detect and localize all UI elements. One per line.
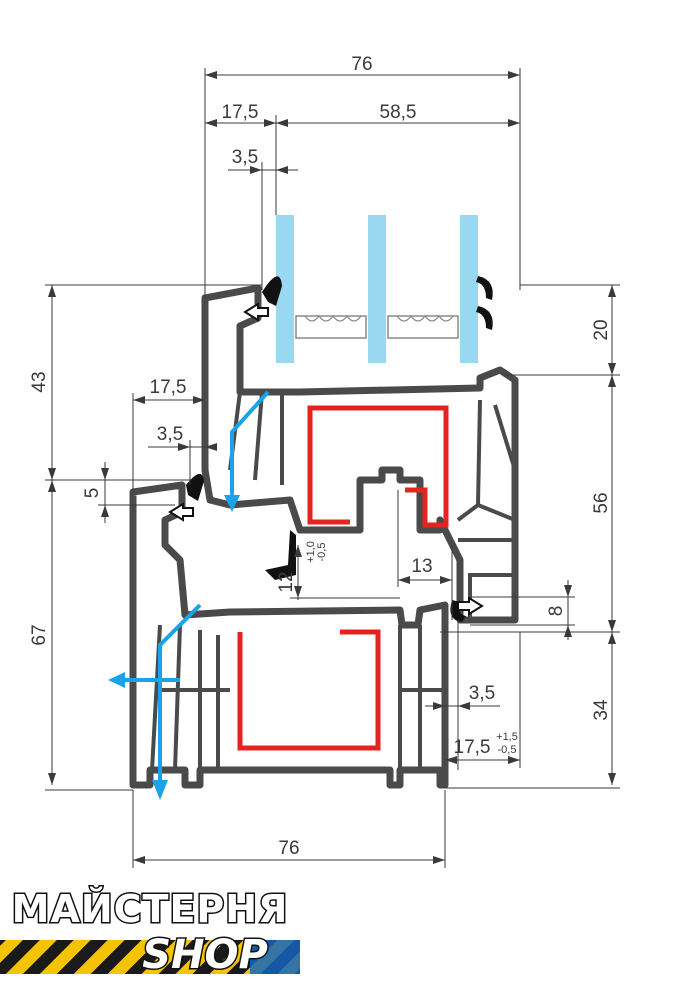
dim-bottom-right-offset: 3,5 xyxy=(469,683,495,704)
gasket-arrow-mid xyxy=(168,502,194,522)
gasket-arrow-bottom xyxy=(457,596,484,616)
glass-spacer-1 xyxy=(295,315,367,339)
logo-title: МАЙСТЕРНЯ xyxy=(12,887,289,931)
drainage-flow xyxy=(108,390,270,800)
maisternia-shop-logo: МАЙСТЕРНЯ SHOP xyxy=(0,886,300,980)
dim-right-mid: 56 xyxy=(591,492,612,513)
gasket-arrow-top xyxy=(243,302,269,322)
glass-pane-inner xyxy=(460,215,478,363)
dim-right-small: 8 xyxy=(546,606,567,617)
dim-bottom-total: 76 xyxy=(278,838,299,859)
dim-bottom-right-tol-minus: -0,5 xyxy=(498,744,517,756)
dim-top-left: 17,5 xyxy=(222,102,259,123)
gasket-sash-outer xyxy=(186,473,204,501)
dimension-lines xyxy=(45,68,620,868)
glass-pane-middle xyxy=(368,215,386,363)
dim-right-bottom: 34 xyxy=(591,699,612,721)
gasket-glazing-inner xyxy=(476,276,493,300)
dim-top-total: 76 xyxy=(351,54,372,75)
gasket-glazing-outer xyxy=(262,276,282,306)
dim-mid-left-offset: 3,5 xyxy=(157,424,183,445)
dim-mid-left-width: 17,5 xyxy=(150,377,187,398)
dim-inner-height-tol-minus: -0,5 xyxy=(316,543,328,562)
steel-reinforcement-frame xyxy=(237,629,381,751)
dim-top-offset: 3,5 xyxy=(232,147,258,168)
gasket-glazing-inner-2 xyxy=(476,306,493,330)
steel-reinforcement-sash xyxy=(307,405,449,528)
dim-mid-left-step: 5 xyxy=(82,488,103,499)
dim-bottom-right-tol-plus: +1,5 xyxy=(496,731,518,743)
dim-top-right: 58,5 xyxy=(380,102,417,123)
dim-left-upper: 43 xyxy=(29,371,50,392)
logo-blue-accent xyxy=(250,940,300,974)
dim-inner-height-tol-plus: +1,0 xyxy=(305,541,317,563)
glass-spacer-2 xyxy=(387,315,459,339)
glass-pane-outer xyxy=(276,215,294,363)
dim-inner-height: 12 xyxy=(276,571,297,592)
triple-glazing xyxy=(276,215,478,363)
window-profile-cross-section: 76 17,5 58,5 3,5 43 67 17,5 3,5 5 20 56 … xyxy=(29,54,620,868)
frame-outer-wall xyxy=(129,481,449,789)
dim-left-lower: 67 xyxy=(29,624,50,645)
dim-right-top: 20 xyxy=(591,319,612,340)
dim-inner-width: 13 xyxy=(411,556,432,577)
gasket-center xyxy=(265,530,296,580)
logo-subtitle: SHOP xyxy=(142,932,268,978)
dim-bottom-right-width: 17,5 xyxy=(454,737,491,758)
